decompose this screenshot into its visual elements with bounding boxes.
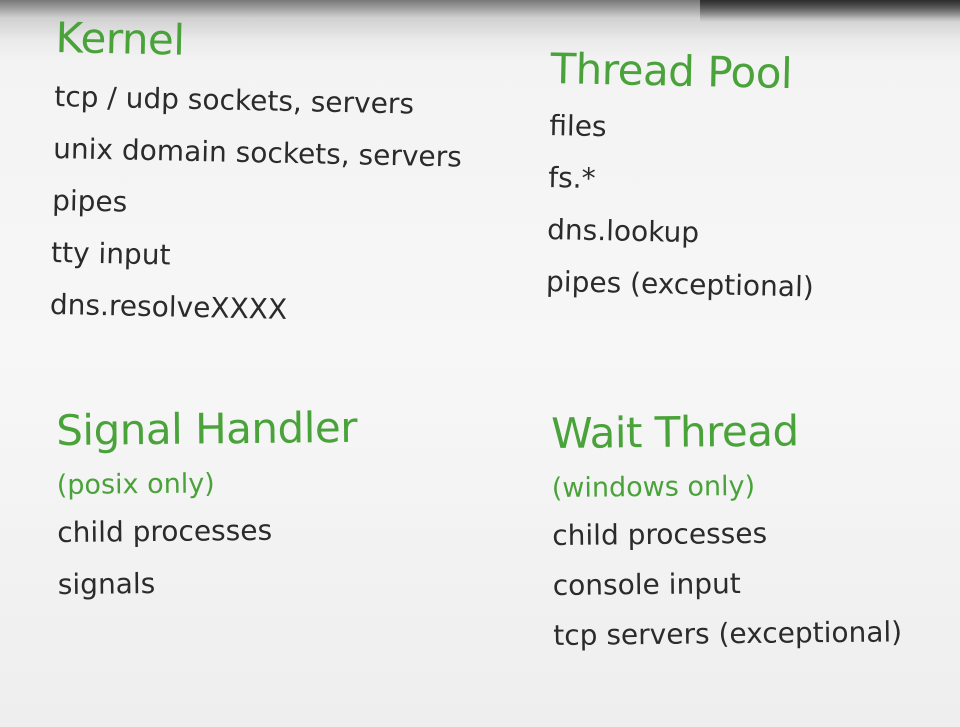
list-item: pipes [51, 183, 128, 219]
signal-handler-section: Signal Handler (posix only) child proces… [55, 402, 359, 623]
wait-thread-list: child processes console input tcp server… [552, 516, 903, 652]
thread-pool-heading: Thread Pool [550, 44, 793, 99]
list-item: child processes [57, 513, 273, 549]
list-item: dns.resolveXXXX [49, 287, 288, 326]
list-item: dns.lookup [546, 212, 700, 250]
wait-thread-heading: Wait Thread [550, 406, 799, 458]
kernel-heading: Kernel [55, 13, 186, 65]
list-item: console input [552, 567, 741, 602]
thread-pool-section: Thread Pool files fs.* dns.lookup pipes … [545, 44, 818, 326]
kernel-list: tcp / udp sockets, servers unix domain s… [49, 79, 464, 328]
list-item: child processes [552, 516, 768, 552]
thread-pool-list: files fs.* dns.lookup pipes (exceptional… [545, 108, 817, 304]
signal-handler-note: (posix only) [56, 468, 215, 501]
list-item: fs.* [547, 160, 596, 195]
signal-handler-heading: Signal Handler [55, 402, 358, 455]
list-item: signals [57, 566, 156, 601]
wait-thread-note: (windows only) [551, 470, 756, 504]
wait-thread-section: Wait Thread (windows only) child process… [550, 406, 903, 672]
list-item: tcp servers (exceptional) [553, 615, 903, 652]
kernel-section: Kernel tcp / udp sockets, servers unix d… [49, 13, 464, 351]
list-item: files [549, 108, 607, 144]
list-item: unix domain sockets, servers [52, 131, 463, 174]
list-item: tty input [50, 235, 171, 272]
list-item: tcp / udp sockets, servers [53, 79, 415, 121]
top-right-shadow [700, 0, 960, 22]
signal-handler-list: child processes signals [57, 513, 359, 601]
list-item: pipes (exceptional) [545, 264, 815, 304]
